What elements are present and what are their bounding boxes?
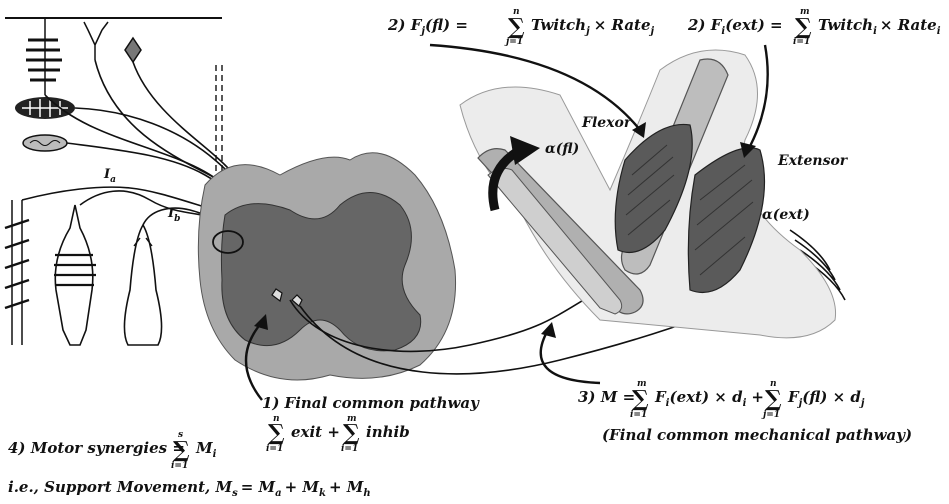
svg-text:m: m: [800, 7, 810, 17]
svg-text:∑: ∑: [765, 386, 782, 412]
svg-text:3) M =: 3) M =: [578, 388, 635, 406]
svg-text:inhib: inhib: [366, 423, 410, 441]
svg-text:2) Fj(fl) =: 2) Fj(fl) =: [387, 16, 468, 37]
svg-text:s: s: [178, 430, 183, 440]
equation-flexor-force: 2) Fj(fl) = ∑ n j=1 Twitchj× Ratej: [387, 7, 655, 47]
label-flexor: Flexor: [581, 115, 633, 131]
svg-text:i=1: i=1: [341, 444, 358, 454]
equation-support-movement: i.e., Support Movement, Ms= Ma+ Mk+ Mh: [8, 478, 371, 499]
spinal-cord-section: [198, 153, 455, 380]
equation-moment-caption: (Final common mechanical pathway): [602, 426, 912, 444]
arm-illustration: [460, 50, 836, 338]
svg-text:Twitchj× Ratej: Twitchj× Ratej: [531, 16, 655, 37]
svg-text:∑: ∑: [632, 386, 649, 412]
svg-text:4) Motor synergies =: 4) Motor synergies =: [8, 439, 185, 457]
svg-text:i=1: i=1: [171, 461, 188, 471]
svg-text:n: n: [770, 379, 777, 389]
equation-extensor-force: 2) Fi(ext) = ∑ m i=1 Twitchi× Ratei: [687, 7, 941, 47]
svg-text:Twitchi× Ratei: Twitchi× Ratei: [818, 16, 941, 37]
svg-text:n: n: [513, 7, 520, 17]
svg-text:1)Final common pathway: 1)Final common pathway: [262, 394, 480, 412]
svg-text:m: m: [637, 379, 647, 389]
svg-text:j=1: j=1: [504, 37, 523, 47]
svg-text:2) Fi(ext) =: 2) Fi(ext) =: [687, 16, 783, 37]
svg-text:Mi: Mi: [195, 439, 217, 460]
svg-text:n: n: [273, 414, 280, 424]
svg-text:Fj(fl) × dj: Fj(fl) × dj: [787, 388, 865, 409]
svg-text:i=1: i=1: [630, 410, 647, 420]
equation-final-common-pathway: 1)Final common pathway ∑ n i=1 exit + ∑ …: [262, 394, 480, 454]
svg-text:j=1: j=1: [761, 410, 780, 420]
label-alpha-ext: α(ext): [762, 207, 810, 223]
label-ia: Ia: [103, 167, 116, 185]
svg-text:m: m: [347, 414, 357, 424]
equation-moment: 3) M = ∑ m i=1 Fi(ext) × di+ ∑ n j=1 Fj(…: [578, 379, 912, 444]
svg-text:i=1: i=1: [793, 37, 810, 47]
svg-text:Fi(ext) × di+: Fi(ext) × di+: [654, 388, 764, 409]
svg-text:exit +: exit +: [291, 423, 340, 441]
svg-text:∑: ∑: [173, 437, 190, 463]
svg-text:i=1: i=1: [266, 444, 283, 454]
label-alpha-fl: α(fl): [545, 141, 579, 157]
label-extensor: Extensor: [777, 153, 849, 169]
